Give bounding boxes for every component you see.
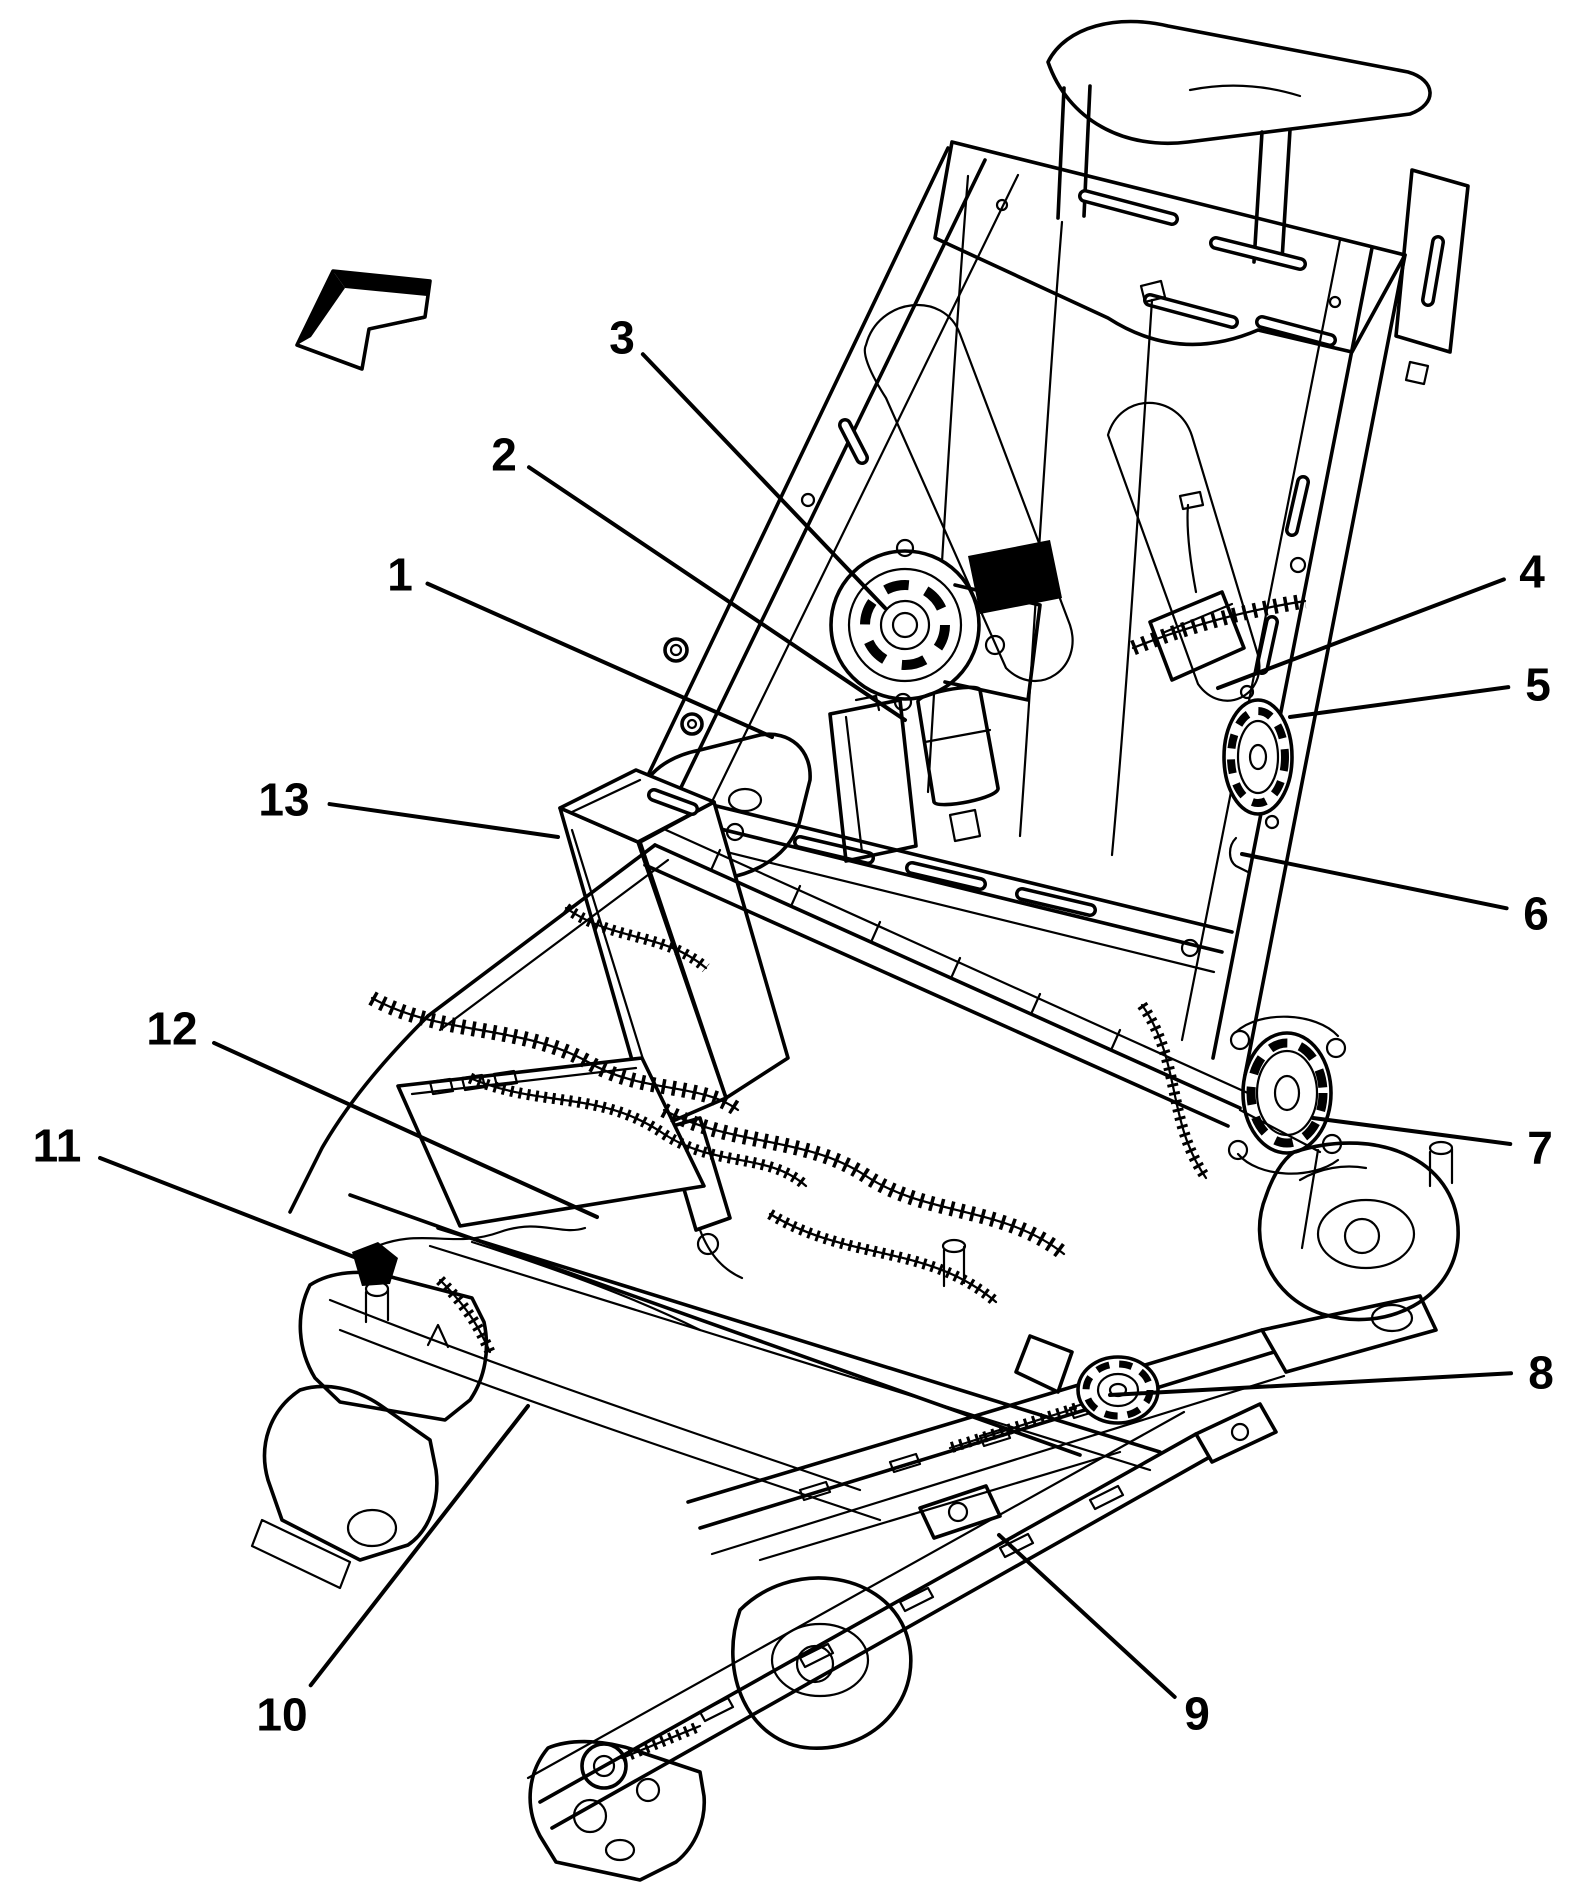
callout-number: 9 — [1184, 1688, 1210, 1740]
seat-control-module — [298, 1056, 706, 1422]
callout-number: 8 — [1528, 1347, 1554, 1399]
callout-leader-line — [1288, 685, 1511, 719]
callout-leader-line — [308, 1404, 530, 1688]
callout-leader-line — [526, 465, 907, 722]
lumbar-adjuster-assembly — [968, 490, 1246, 682]
callout-number: 10 — [256, 1689, 307, 1741]
seat-belt-buckle — [558, 768, 790, 1280]
seat-back-springs-and-cables — [863, 174, 1307, 857]
callout-1: 1 — [387, 549, 774, 739]
callout-number: 5 — [1525, 659, 1551, 711]
seat-back-lower-cross-member — [684, 800, 1234, 974]
seat-back-actuator-module — [828, 694, 918, 863]
callout-leader-line — [212, 1040, 599, 1219]
callout-12: 12 — [146, 1003, 599, 1219]
seat-back-top-plate — [933, 140, 1407, 354]
seat-mounting-feet — [250, 1141, 1460, 1882]
callout-number: 3 — [609, 312, 635, 364]
callout-leader-line — [1216, 577, 1506, 690]
horizontal-drive-assembly — [918, 1484, 1002, 1540]
lumbar-motor — [916, 685, 1000, 843]
recline-gear-disc — [1222, 684, 1294, 830]
callout-number: 12 — [146, 1003, 197, 1055]
callout-number: 11 — [33, 1120, 82, 1172]
callout-leader-line — [640, 352, 887, 610]
harness-connector — [352, 1242, 398, 1286]
callout-number: 7 — [1527, 1122, 1553, 1174]
seat-back-right-rail — [1180, 168, 1470, 1077]
callout-8: 8 — [1108, 1347, 1554, 1399]
callout-number: 6 — [1523, 888, 1549, 940]
callout-7: 7 — [1311, 1116, 1553, 1174]
callout-number: 2 — [491, 429, 517, 481]
callout-3: 3 — [609, 312, 887, 610]
callout-9: 9 — [997, 1533, 1210, 1740]
callout-number: 13 — [258, 774, 309, 826]
callout-leader-line — [997, 1533, 1177, 1699]
cable-clip — [1228, 836, 1250, 874]
callout-6: 6 — [1240, 852, 1549, 940]
recliner-handwheel — [1227, 1015, 1347, 1175]
seat-adjuster-tracks — [526, 1294, 1438, 1830]
wiring-harness-tubes — [368, 903, 1211, 1355]
callout-5: 5 — [1288, 659, 1551, 719]
seat-adjuster-track-motor — [948, 1334, 1160, 1454]
callout-4: 4 — [1216, 546, 1545, 690]
callout-13: 13 — [258, 774, 560, 839]
callout-number: 4 — [1519, 546, 1545, 598]
callout-leader-line — [425, 581, 774, 739]
callout-leader-line — [98, 1155, 369, 1264]
callout-number: 1 — [387, 549, 413, 601]
seat-back-left-rail — [630, 146, 1020, 882]
direction-arrow-icon — [295, 269, 432, 371]
headrest — [1046, 19, 1432, 264]
callout-leader-line — [1311, 1116, 1513, 1146]
callout-11: 11 — [33, 1120, 369, 1264]
callout-2: 2 — [491, 429, 907, 722]
callout-leader-line — [1240, 852, 1509, 911]
callout-leader-line — [327, 802, 560, 839]
callout-leader-line — [1108, 1371, 1514, 1397]
callout-10: 10 — [256, 1404, 530, 1741]
